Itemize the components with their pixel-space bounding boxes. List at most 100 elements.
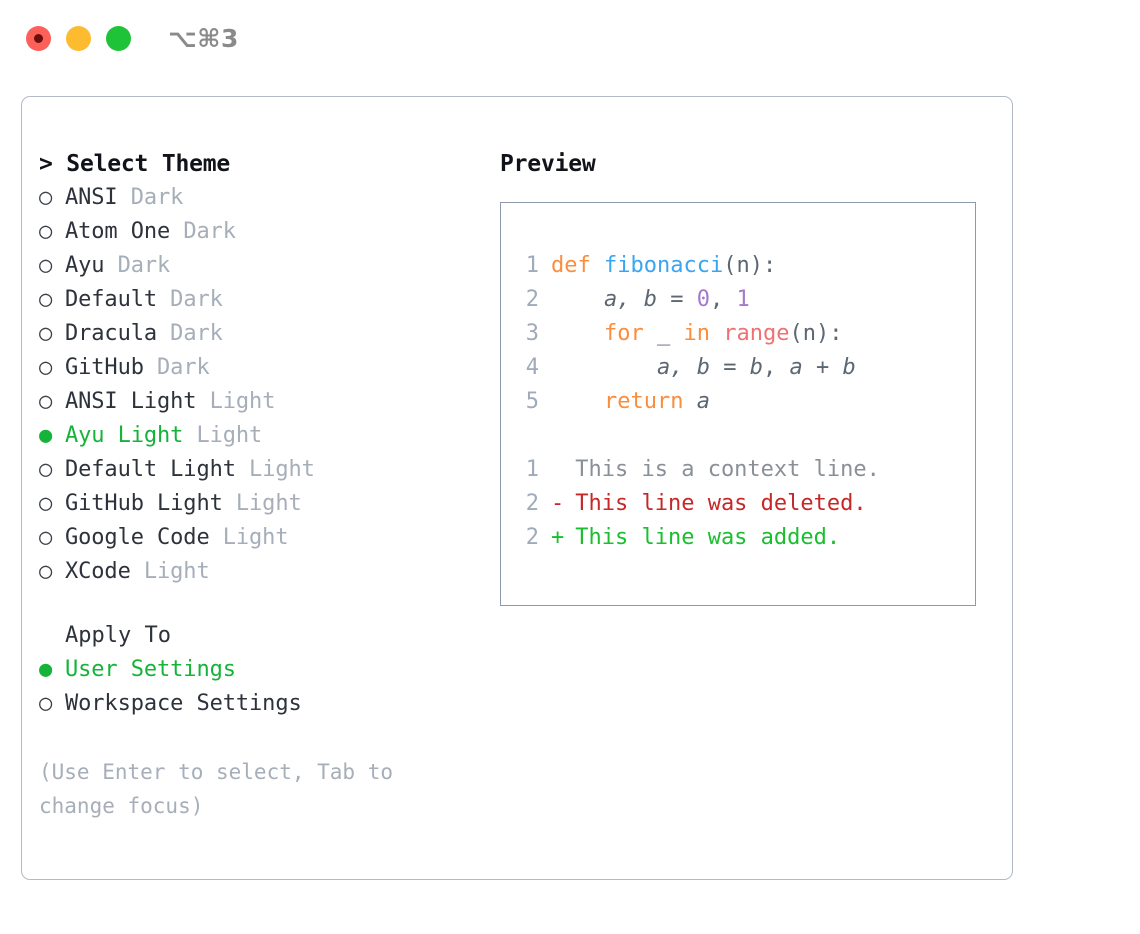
apply-to-option-label: Workspace Settings bbox=[65, 691, 302, 716]
theme-option-label: Default bbox=[65, 287, 171, 312]
code-token-var: a bbox=[789, 355, 803, 380]
select-theme-header: > Select Theme bbox=[39, 151, 231, 177]
theme-option-github-light[interactable]: ○ GitHub Light Light bbox=[39, 487, 499, 521]
theme-option-label: Ayu Light bbox=[65, 423, 197, 448]
theme-option-label: Ayu bbox=[65, 253, 118, 278]
theme-option-tag: Light bbox=[222, 525, 289, 550]
diff-text: This line was added. bbox=[562, 525, 841, 550]
theme-option-xcode[interactable]: ○XCode Light bbox=[39, 555, 499, 589]
code-token-var: a, b bbox=[603, 287, 657, 312]
minimize-button[interactable] bbox=[66, 26, 91, 51]
title-bar: ⌥⌘3 bbox=[0, 0, 1140, 78]
code-token-punct bbox=[710, 321, 723, 346]
code-line: 4 a, b = b, a + b bbox=[517, 351, 880, 385]
theme-option-ansi-light[interactable]: ○ ANSI Light Light bbox=[39, 385, 499, 419]
apply-to-option-workspace-settings[interactable]: ○ Workspace Settings bbox=[39, 687, 499, 721]
code-token-punct: = bbox=[709, 355, 750, 380]
theme-option-tag: Light bbox=[249, 457, 315, 482]
main-panel: > Select Theme ○ANSI Dark○Atom One Dark○… bbox=[21, 96, 1013, 880]
code-line: 5 return a bbox=[517, 385, 880, 419]
theme-option-default-light[interactable]: ○ Default Light Light bbox=[39, 453, 499, 487]
theme-option-label: ANSI Light bbox=[65, 389, 210, 414]
theme-option-ansi[interactable]: ○ ANSI Dark bbox=[39, 181, 499, 215]
theme-option-ayu-light[interactable]: ● Ayu Light Light bbox=[39, 419, 499, 453]
diff-line-number: 2 bbox=[525, 491, 539, 516]
code-line-number: 5 bbox=[525, 389, 539, 414]
theme-option-tag: Dark bbox=[130, 185, 184, 210]
diff-text: This is a context line. bbox=[562, 457, 880, 482]
theme-option-ayu[interactable]: ○Ayu Dark bbox=[39, 249, 499, 283]
radio-unselected-icon: ○ bbox=[39, 355, 53, 380]
code-token-kw: def bbox=[551, 253, 604, 278]
radio-selected-icon: ● bbox=[39, 657, 53, 682]
theme-option-tag: Light bbox=[196, 423, 263, 448]
code-token-punct bbox=[551, 287, 604, 312]
code-line-number: 1 bbox=[525, 253, 539, 278]
radio-unselected-icon: ○ bbox=[39, 491, 53, 516]
theme-option-label: ANSI bbox=[65, 185, 131, 210]
code-line-number: 2 bbox=[525, 287, 539, 312]
diff-sign: - bbox=[551, 491, 565, 516]
code-token-punct bbox=[551, 389, 604, 414]
radio-selected-icon: ● bbox=[39, 423, 53, 448]
theme-option-tag: Dark bbox=[170, 287, 223, 312]
theme-picker-column: > Select Theme ○ANSI Dark○Atom One Dark○… bbox=[39, 147, 499, 823]
theme-option-atom-one[interactable]: ○ Atom One Dark bbox=[39, 215, 499, 249]
maximize-button[interactable] bbox=[106, 26, 131, 51]
diff-line-number: 1 bbox=[525, 457, 539, 482]
theme-option-label: Default Light bbox=[65, 457, 250, 482]
code-token-var: a, b bbox=[656, 355, 710, 380]
code-token-punct: , bbox=[762, 355, 790, 380]
radio-unselected-icon: ○ bbox=[39, 525, 53, 550]
code-token-punct: (n): bbox=[789, 321, 843, 346]
theme-option-tag: Light bbox=[209, 389, 276, 414]
code-token-var: b bbox=[842, 355, 856, 380]
radio-unselected-icon: ○ bbox=[39, 457, 53, 482]
radio-unselected-icon: ○ bbox=[39, 691, 53, 716]
radio-unselected-icon: ○ bbox=[39, 321, 53, 346]
keyboard-shortcut-label: ⌥⌘3 bbox=[168, 24, 239, 53]
theme-option-github[interactable]: ○GitHub Dark bbox=[39, 351, 499, 385]
theme-option-default[interactable]: ○Default Dark bbox=[39, 283, 499, 317]
theme-option-label: Atom One bbox=[65, 219, 184, 244]
code-token-punct: + bbox=[802, 355, 843, 380]
theme-option-label: Google Code bbox=[65, 525, 223, 550]
code-token-kw: in bbox=[683, 321, 710, 346]
code-token-var: a bbox=[696, 389, 710, 414]
radio-unselected-icon: ○ bbox=[39, 185, 53, 210]
diff-sign bbox=[551, 453, 562, 487]
code-token-punct bbox=[683, 389, 696, 414]
theme-option-dracula[interactable]: ○Dracula Dark bbox=[39, 317, 499, 351]
apply-to-option-label: User Settings bbox=[65, 657, 236, 682]
theme-option-label: XCode bbox=[65, 559, 144, 584]
theme-option-google-code[interactable]: ○ Google Code Light bbox=[39, 521, 499, 555]
radio-unselected-icon: ○ bbox=[39, 559, 53, 584]
code-token-kw: for bbox=[603, 321, 644, 346]
radio-unselected-icon: ○ bbox=[39, 389, 53, 414]
apply-to-header: Apply To bbox=[65, 623, 171, 648]
theme-list[interactable]: ○ANSI Dark○Atom One Dark○Ayu Dark○Defaul… bbox=[39, 181, 499, 589]
code-token-num: 1 bbox=[736, 287, 750, 312]
code-token-punct bbox=[551, 321, 604, 346]
theme-option-tag: Dark bbox=[157, 355, 210, 380]
theme-option-tag: Light bbox=[235, 491, 302, 516]
theme-option-tag: Dark bbox=[183, 219, 236, 244]
apply-to-option-user-settings[interactable]: ● User Settings bbox=[39, 653, 499, 687]
radio-unselected-icon: ○ bbox=[39, 219, 53, 244]
theme-option-label: GitHub Light bbox=[65, 491, 236, 516]
diff-line-context: 1 This is a context line. bbox=[517, 453, 880, 487]
code-line-number: 3 bbox=[525, 321, 539, 346]
diff-text: This line was deleted. bbox=[562, 491, 867, 516]
theme-option-tag: Dark bbox=[170, 321, 223, 346]
diff-line-deleted: 2- This line was deleted. bbox=[517, 487, 880, 521]
close-button[interactable] bbox=[26, 26, 51, 51]
code-token-punct: , bbox=[709, 287, 737, 312]
diff-line-added: 2+ This line was added. bbox=[517, 521, 880, 555]
code-token-punct: _ bbox=[643, 321, 684, 346]
code-line: 3 for _ in range(n): bbox=[517, 317, 880, 351]
preview-title: Preview bbox=[500, 151, 596, 177]
apply-to-list[interactable]: ● User Settings ○ Workspace Settings bbox=[39, 653, 499, 721]
